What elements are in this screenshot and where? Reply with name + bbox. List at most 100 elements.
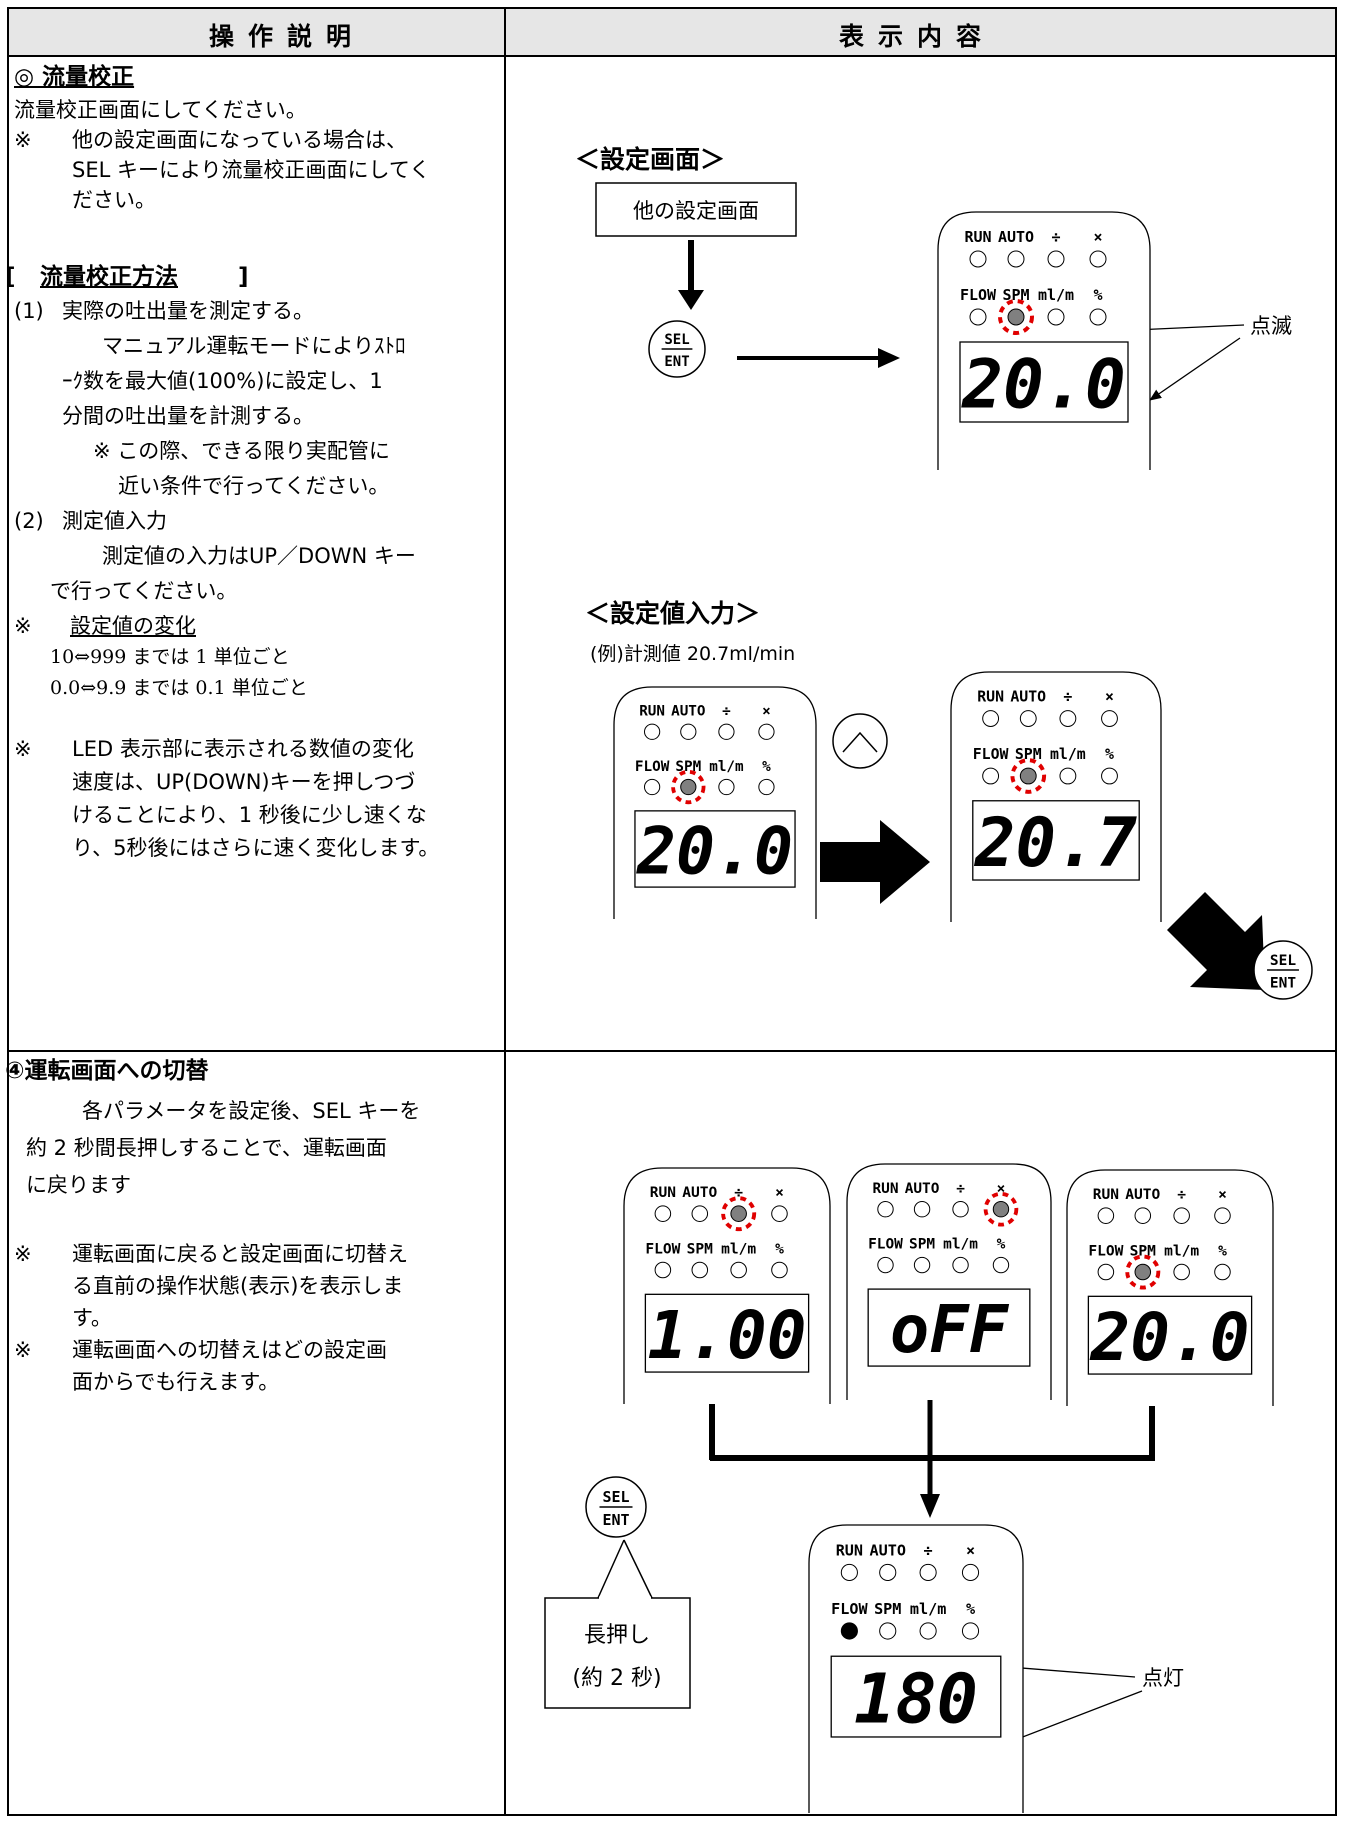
- indicator-label: ml/m: [1038, 286, 1074, 304]
- active-led: [680, 778, 697, 796]
- step-text: で行ってください。: [50, 579, 238, 603]
- indicator-label: AUTO: [998, 228, 1034, 246]
- led: [961, 1622, 980, 1640]
- indicator-label: ÷: [924, 1541, 933, 1559]
- led: [758, 778, 775, 796]
- led: [718, 723, 735, 740]
- key-label-ent: ENT: [664, 354, 689, 370]
- led-display: [1087, 1295, 1253, 1375]
- led: [952, 1201, 969, 1218]
- led: [877, 1201, 894, 1218]
- row-divider: [9, 1050, 1335, 1052]
- note-mark: ※: [14, 128, 32, 152]
- panel-outline: [950, 671, 1162, 922]
- active-led: [1134, 1263, 1152, 1281]
- indicator-label: ÷: [734, 1184, 743, 1201]
- indicator-label: AUTO: [905, 1181, 940, 1197]
- input-title: ＜設定値入力＞: [585, 599, 760, 628]
- led: [1059, 710, 1077, 727]
- switch-text: に戻ります: [26, 1173, 131, 1197]
- indicator-label: AUTO: [1010, 688, 1046, 706]
- blink-label: 点滅: [1250, 314, 1292, 338]
- blink-indicator: [721, 1196, 757, 1232]
- display-value: 20.0: [636, 814, 793, 889]
- led: [1059, 767, 1077, 785]
- indicator-label: RUN: [836, 1541, 863, 1559]
- led: [1047, 250, 1065, 268]
- instruction-line: 流量校正画面にしてください。: [14, 98, 307, 122]
- led: [1007, 250, 1025, 268]
- led-display: [867, 1288, 1031, 1367]
- led: [643, 778, 661, 796]
- lit-pointer: [1001, 1690, 1143, 1746]
- indicator-label: SPM: [1002, 286, 1029, 304]
- instruction-table: 操作説明 表示内容: [7, 7, 1337, 1816]
- indicator-label: RUN: [650, 1184, 676, 1201]
- indicator-label: SPM: [874, 1600, 901, 1618]
- indicator-label: ml/m: [910, 1600, 946, 1618]
- led: [1089, 250, 1107, 268]
- indicator-label: %: [1093, 286, 1102, 304]
- key-label-sel: SEL: [602, 1488, 629, 1506]
- indicator-label: SPM: [1130, 1243, 1157, 1260]
- step-text: 近い条件で行ってください。: [118, 474, 390, 498]
- switch-note: る直前の操作状態(表示)を表示しま: [72, 1274, 404, 1298]
- down-arrow-head: [678, 290, 704, 310]
- led-note: り、5秒後にはさらに速く変化します。: [72, 836, 440, 860]
- led: [771, 1205, 788, 1222]
- led-note: 速度は、UP(DOWN)キーを押しつづ: [72, 770, 416, 794]
- indicator-label: AUTO: [870, 1541, 906, 1559]
- display-value: 1.00: [647, 1297, 806, 1374]
- switch-note: 面からでも行えます。: [72, 1370, 280, 1394]
- indicator-label: AUTO: [671, 704, 705, 720]
- led: [691, 1261, 709, 1279]
- indicator-label: ÷: [1051, 228, 1060, 246]
- long-press-box: [544, 1597, 691, 1709]
- active-led: [1019, 767, 1037, 785]
- blink-pointer: [1149, 337, 1241, 401]
- sel-ent-key[interactable]: SEL ENT: [585, 1476, 647, 1538]
- indicator-label: ×: [997, 1181, 1006, 1197]
- switch-text: 各パラメータを設定後、SEL キーを: [82, 1099, 421, 1123]
- note-mark: ※: [14, 1242, 32, 1266]
- led: [1134, 1207, 1152, 1224]
- change-text: 0.0⇔9.9 までは 0.1 単位ごと: [50, 677, 308, 699]
- led-note: LED 表示部に表示される数値の変化: [72, 737, 414, 761]
- step-text: ※ この際、できる限り実配管に: [93, 439, 390, 463]
- led: [952, 1256, 969, 1274]
- led: [771, 1261, 788, 1279]
- switch-note: 運転画面への切替えはどの設定画: [72, 1338, 387, 1362]
- example-text: (例)計測値 20.7ml/min: [590, 643, 795, 665]
- indicator-label: FLOW: [960, 286, 997, 304]
- led: [1097, 1207, 1115, 1224]
- indicator-label: AUTO: [1125, 1186, 1160, 1203]
- led: [1089, 308, 1107, 326]
- key-label-ent: ENT: [602, 1511, 629, 1529]
- led: [691, 1205, 709, 1222]
- key-label-sel: SEL: [1270, 953, 1296, 969]
- led-display: [972, 800, 1140, 881]
- step-text: マニュアル運転モードによりｽﾄﾛ: [102, 334, 406, 358]
- change-title: 設定値の変化: [70, 614, 196, 638]
- indicator-label: ml/m: [721, 1241, 756, 1258]
- indicator-label: FLOW: [1088, 1243, 1123, 1260]
- indicator-label: RUN: [1093, 1186, 1119, 1203]
- display-value: 20.7: [974, 803, 1138, 882]
- led: [879, 1622, 897, 1640]
- up-key[interactable]: [832, 713, 888, 769]
- led: [1214, 1207, 1231, 1224]
- active-led: [1007, 308, 1025, 326]
- led-display: [959, 341, 1129, 423]
- led: [879, 1563, 897, 1582]
- table-header: 操作説明 表示内容: [9, 9, 1335, 57]
- step-text: 分間の吐出量を計測する。: [62, 404, 314, 428]
- led: [992, 1256, 1010, 1274]
- step-title: 測定値入力: [62, 509, 167, 533]
- method-bracket: [: [5, 264, 16, 290]
- indicator-label: ×: [1105, 688, 1114, 706]
- header-operation: 操作説明: [209, 22, 366, 51]
- blink-indicator: [1010, 758, 1047, 794]
